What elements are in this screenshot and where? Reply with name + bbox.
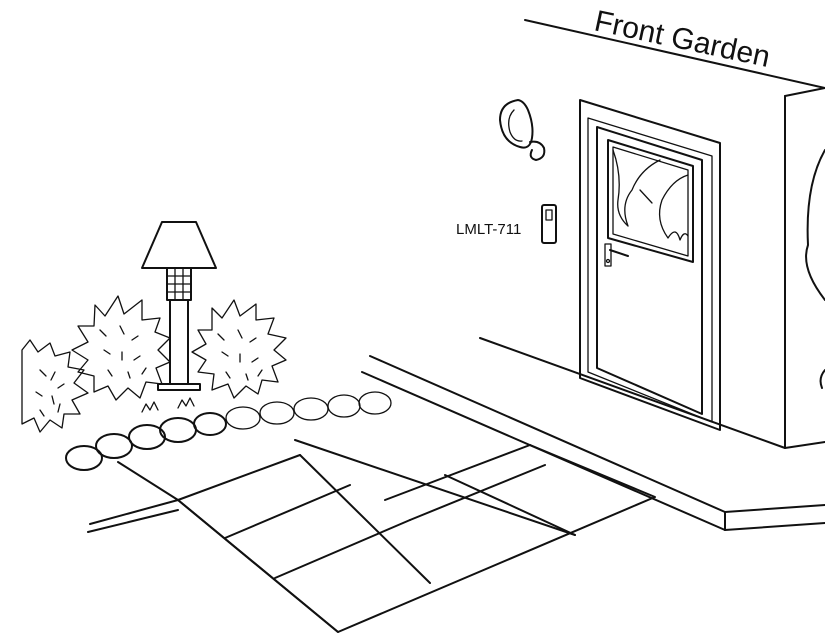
door-icon — [580, 100, 720, 430]
diagram-title: Front Garden — [592, 5, 773, 74]
device-label: LMLT-711 — [456, 221, 521, 238]
paving-path — [88, 440, 655, 632]
wall-lamp-icon — [500, 100, 544, 160]
stepping-stones — [66, 392, 391, 470]
bush-middle — [72, 296, 170, 400]
sensor-device-icon — [542, 205, 556, 243]
bush-right — [192, 300, 286, 398]
house-wall — [480, 20, 825, 448]
